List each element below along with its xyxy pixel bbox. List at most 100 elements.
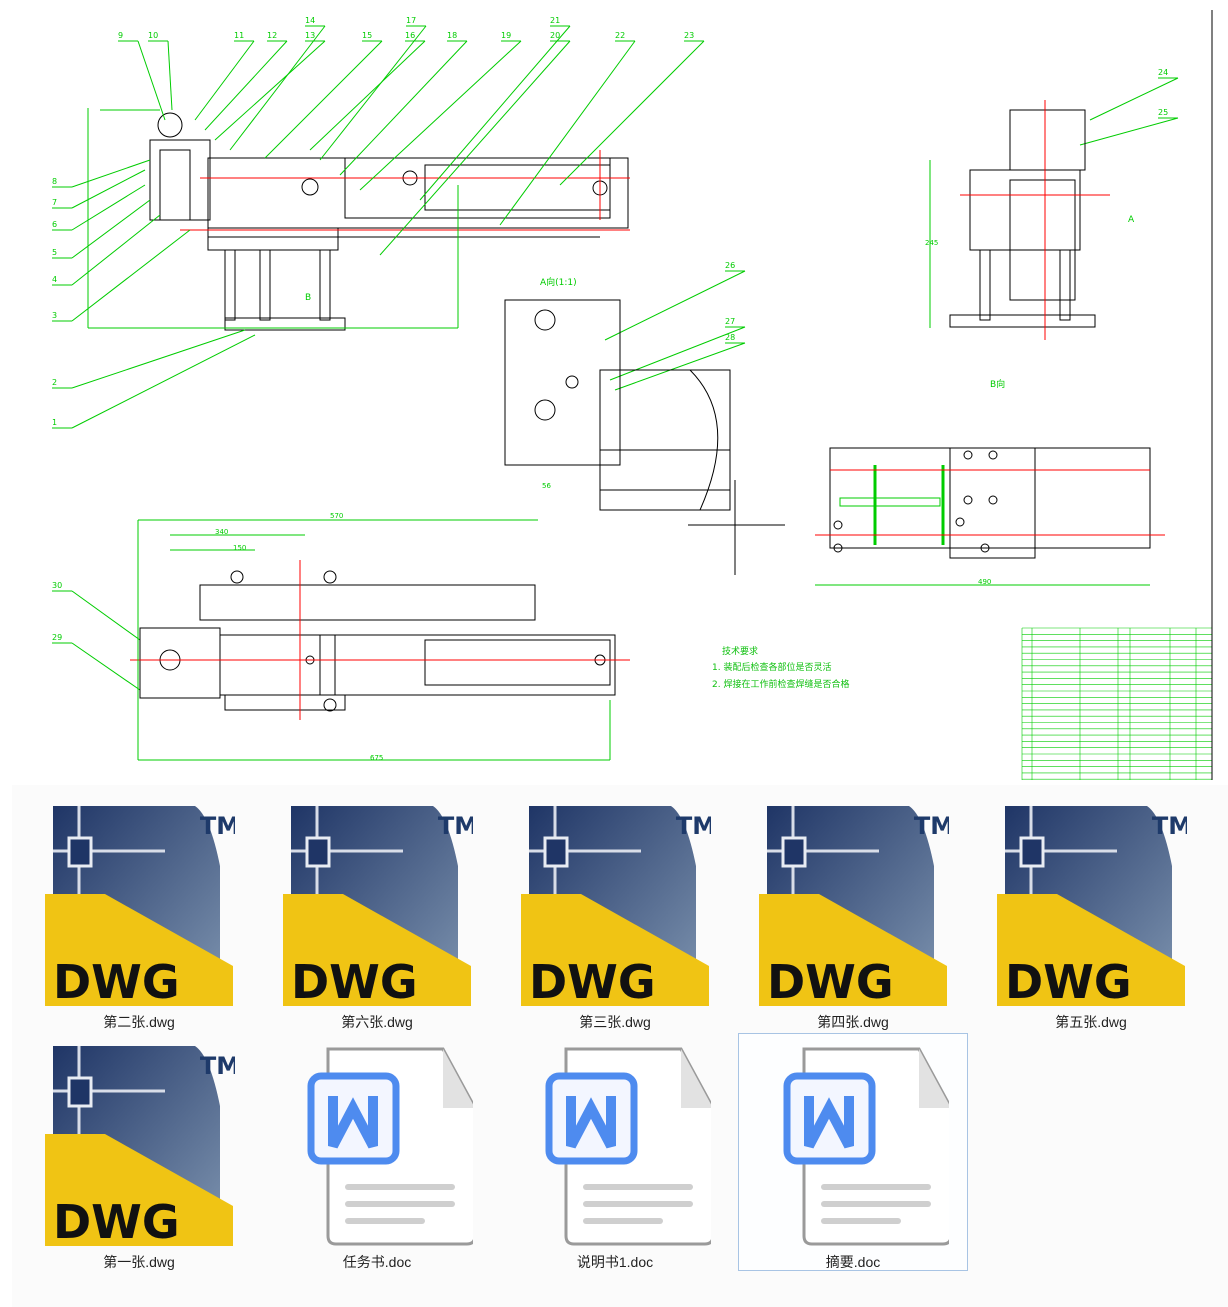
cad-hole <box>230 570 244 584</box>
part-number-label: 29 <box>52 633 62 642</box>
file-explorer: DWG TM 第二张.dwg DWG TM 第六张.dwg DWG TM 第三张… <box>12 785 1228 1307</box>
cad-part <box>424 639 611 686</box>
cad-hole <box>301 178 319 196</box>
dimension-label: 150 <box>233 544 246 552</box>
file-item-dwg[interactable]: DWG TM 第三张.dwg <box>500 793 730 1031</box>
dimension-label: 245 <box>925 239 938 247</box>
part-number-label: 10 <box>148 31 158 40</box>
svg-text:DWG: DWG <box>53 1195 180 1249</box>
file-item-doc[interactable]: 说明书1.doc <box>500 1033 730 1271</box>
part-number-label: 2 <box>52 378 57 387</box>
part-number-label: 12 <box>267 31 277 40</box>
dwg-file-icon: DWG TM <box>997 806 1192 1011</box>
cad-part <box>199 584 536 621</box>
cad-hole <box>323 698 337 712</box>
leader-line <box>137 40 166 121</box>
cad-hole <box>565 375 579 389</box>
leader-line <box>194 40 255 121</box>
leader-line <box>71 214 161 286</box>
leader-line <box>359 40 522 191</box>
cad-hole <box>963 450 973 460</box>
part-number-label: 9 <box>118 31 123 40</box>
file-item-dwg[interactable]: DWG TM 第二张.dwg <box>24 793 254 1031</box>
cad-part <box>1009 179 1076 301</box>
part-number-label: 26 <box>725 261 735 270</box>
svg-text:DWG: DWG <box>767 955 894 1009</box>
cad-part <box>207 227 339 251</box>
tech-requirements-title: 技术要求 <box>722 647 759 657</box>
cad-hole <box>963 495 973 505</box>
file-name-label: 摘要.doc <box>825 1254 881 1270</box>
part-number-label: 30 <box>52 581 62 590</box>
cad-hole <box>833 543 843 553</box>
part-number-label: 25 <box>1158 108 1168 117</box>
file-name-label: 任务书.doc <box>342 1254 412 1270</box>
part-number-label: 6 <box>52 220 57 229</box>
dwg-file-icon: DWG TM <box>521 806 716 1011</box>
svg-text:DWG: DWG <box>291 955 418 1009</box>
file-item-dwg[interactable]: DWG TM 第六张.dwg <box>262 793 492 1031</box>
dwg-file-icon: DWG TM <box>759 806 954 1011</box>
svg-text:TM: TM <box>438 812 473 840</box>
cad-part <box>219 634 336 696</box>
leader-line <box>604 270 746 341</box>
dwg-file-icon: DWG TM <box>45 1046 240 1251</box>
leader-line <box>167 40 173 111</box>
dimension-label: 490 <box>978 578 991 586</box>
part-number-label: 17 <box>406 16 416 25</box>
dimension-label: 56 <box>542 482 551 490</box>
cad-part <box>259 249 271 321</box>
file-name-label: 第六张.dwg <box>341 1014 413 1030</box>
svg-text:DWG: DWG <box>1005 955 1132 1009</box>
file-item-dwg[interactable]: DWG TM 第五张.dwg <box>976 793 1206 1031</box>
cad-part <box>319 634 616 696</box>
part-number-label: 1 <box>52 418 57 427</box>
cad-part <box>839 497 941 507</box>
cad-part <box>949 314 1096 328</box>
leader-line <box>71 642 141 691</box>
leader-line <box>229 25 326 151</box>
svg-text:DWG: DWG <box>53 955 180 1009</box>
leader-line <box>264 40 383 159</box>
svg-text:TM: TM <box>200 812 235 840</box>
part-number-label: 18 <box>447 31 457 40</box>
cad-part <box>424 164 611 211</box>
leader-line <box>1089 77 1179 121</box>
dimension-label: 570 <box>330 512 343 520</box>
svg-text:DWG: DWG <box>529 955 656 1009</box>
file-name-label: 第一张.dwg <box>103 1254 175 1270</box>
part-number-label: 21 <box>550 16 560 25</box>
part-number-label: 5 <box>52 248 57 257</box>
file-item-doc[interactable]: 任务书.doc <box>262 1033 492 1271</box>
view-label-section_a: A向(1:1) <box>540 276 577 288</box>
cad-hole <box>988 495 998 505</box>
part-number-label: 14 <box>305 16 315 25</box>
dwg-file-icon: DWG TM <box>283 806 478 1011</box>
file-item-dwg[interactable]: DWG TM 第四张.dwg <box>738 793 968 1031</box>
word-doc-icon <box>283 1046 477 1251</box>
view-label-view_b: B向 <box>990 378 1005 390</box>
cad-part <box>599 369 731 511</box>
cad-part <box>224 317 346 331</box>
cad-part <box>319 249 331 321</box>
file-name-label: 第四张.dwg <box>817 1014 889 1030</box>
cad-hole <box>534 399 556 421</box>
leader-line <box>71 169 146 209</box>
cad-part <box>504 299 621 466</box>
cad-part <box>979 249 991 321</box>
leader-line <box>71 184 146 231</box>
part-number-label: 22 <box>615 31 625 40</box>
part-number-label: 3 <box>52 311 57 320</box>
cad-hole <box>988 450 998 460</box>
cad-part <box>149 139 211 221</box>
cad-hole <box>955 517 965 527</box>
leader-line <box>204 40 288 131</box>
file-item-doc[interactable]: 摘要.doc <box>738 1033 968 1271</box>
leader-line <box>71 229 191 322</box>
leader-line <box>339 40 468 176</box>
file-name-label: 说明书1.doc <box>576 1254 654 1270</box>
file-item-dwg[interactable]: DWG TM 第一张.dwg <box>24 1033 254 1271</box>
svg-text:TM: TM <box>1152 812 1187 840</box>
word-doc-icon <box>521 1046 715 1251</box>
